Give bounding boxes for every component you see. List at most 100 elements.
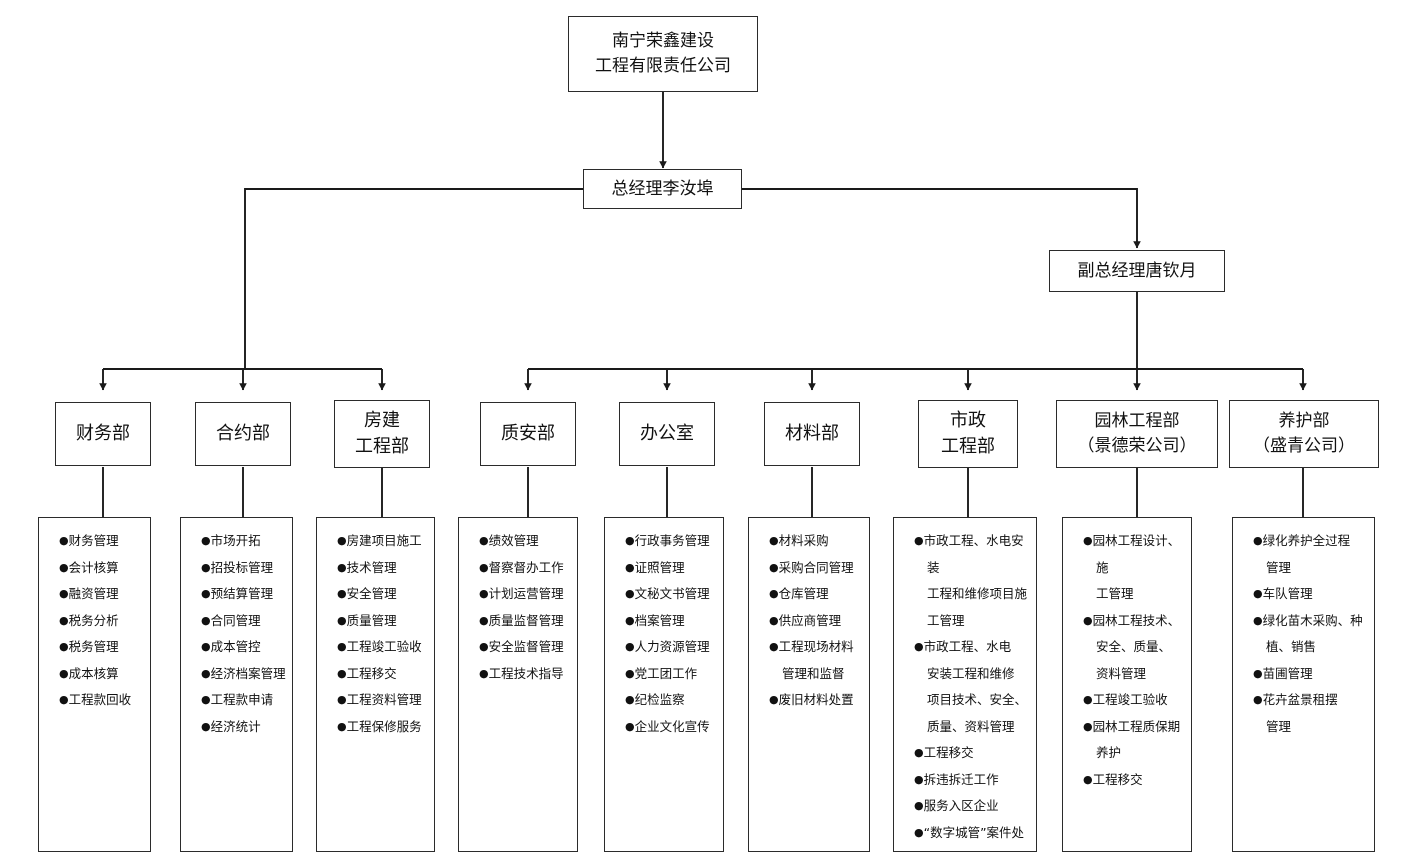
duty-item: ●安全管理 [337,581,428,608]
bullet-icon: ● [1083,613,1093,627]
dept-node-office[interactable]: 办公室 [619,402,715,466]
dept-node-municipal-engineering[interactable]: 市政 工程部 [918,400,1018,468]
duty-item: ●企业文化宣传 [625,714,717,741]
duty-item-label: 拆违拆迁工作 [923,771,999,787]
duty-item: ●工程现场材料 管理和监督 [769,634,863,687]
duty-item: ●档案管理 [625,608,717,635]
duty-item: ●计划运营管理 [479,581,571,608]
dept-node-office-label: 办公室 [640,422,694,444]
bullet-icon: ● [337,560,347,574]
dept-node-maintenance[interactable]: 养护部 （盛青公司） [1229,400,1379,468]
duty-item-label: 档案管理 [634,612,685,628]
bullet-icon: ● [1083,534,1093,547]
duty-item: ●人力资源管理 [625,634,717,661]
bullet-icon: ● [625,560,635,574]
duty-item: ●招投标管理 [201,555,286,582]
duty-item: ●市政工程、水电 安装工程和维修 项目技术、安全、 质量、资料管理 [914,634,1030,740]
duty-item-label: 融资管理 [68,586,119,601]
duty-box-materials: ●材料采购●采购合同管理●仓库管理●供应商管理●工程现场材料 管理和监督●废旧材… [748,517,870,852]
duty-item: ●纪检监察 [625,687,717,714]
duty-item: ●市场开拓 [201,528,286,555]
dept-node-building-engineering[interactable]: 房建 工程部 [334,400,430,468]
bullet-icon: ● [914,534,924,547]
duty-box-municipal-engineering: ●市政工程、水电安装 工程和维修项目施 工管理●市政工程、水电 安装工程和维修 … [893,517,1037,852]
bullet-icon: ● [625,613,635,627]
duty-item: ●工程竣工验收 [337,634,428,661]
duty-item-label: 园林工程设计、施 工管理 [1092,533,1181,601]
duty-item: ●苗圃管理 [1253,661,1368,688]
bullet-icon: ● [337,719,347,733]
duty-box-contract: ●市场开拓●招投标管理●预结算管理●合同管理●成本管控●经济档案管理●工程款申请… [180,517,293,852]
duty-item-label: 工程款申请 [210,692,274,707]
duty-item-label: 园林工程质保期 养护 [1092,718,1181,761]
duty-item: ●废旧材料处置 [769,687,863,714]
bullet-icon: ● [59,666,69,680]
dept-node-quality-safety-label: 质安部 [501,422,555,444]
dept-node-landscape-engineering-label: 园林工程部 （景德荣公司） [1077,411,1197,456]
duty-item-label: 服务入区企业 [923,798,999,813]
dept-node-materials[interactable]: 材料部 [764,402,860,466]
bullet-icon: ● [59,587,69,600]
duty-item: ●服务入区企业 [914,793,1030,820]
bullet-icon: ● [201,534,211,547]
duty-item: ●融资管理 [59,581,144,608]
duty-item: ●质量管理 [337,608,428,635]
duty-item-label: 质量监督管理 [488,612,564,628]
duty-item-label: 采购合同管理 [778,559,854,575]
bullet-icon: ● [625,693,635,706]
duty-box-maintenance: ●绿化养护全过程 管理●车队管理●绿化苗木采购、种 植、销售●苗圃管理●花卉盆景… [1232,517,1375,852]
duty-item: ●会计核算 [59,555,144,582]
duty-item-label: 市场开拓 [210,533,261,548]
node-general-manager[interactable]: 总经理李汝埠 [583,169,742,209]
node-company-label: 南宁荣鑫建设 工程有限责任公司 [595,31,731,76]
duty-list-office: ●行政事务管理●证照管理●文秘文书管理●档案管理●人力资源管理●党工团工作●纪检… [612,528,717,740]
duty-item: ●质量监督管理 [479,608,571,635]
duty-box-finance: ●财务管理●会计核算●融资管理●税务分析●税务管理●成本核算●工程款回收 [38,517,151,852]
duty-item: ●预结算管理 [201,581,286,608]
node-company[interactable]: 南宁荣鑫建设 工程有限责任公司 [568,16,758,92]
duty-item: ●技术管理 [337,555,428,582]
duty-list-maintenance: ●绿化养护全过程 管理●车队管理●绿化苗木采购、种 植、销售●苗圃管理●花卉盆景… [1240,528,1368,740]
duty-item: ●财务管理 [59,528,144,555]
bullet-icon: ● [1253,693,1263,706]
bullet-icon: ● [769,613,779,627]
duty-item-label: 成本管控 [210,639,261,654]
duty-item-label: 文秘文书管理 [634,586,710,601]
duty-list-municipal-engineering: ●市政工程、水电安装 工程和维修项目施 工管理●市政工程、水电 安装工程和维修 … [901,528,1030,851]
bullet-icon: ● [625,587,635,600]
duty-item: ●仓库管理 [769,581,863,608]
bullet-icon: ● [625,719,635,733]
duty-item-label: 工程移交 [346,665,397,681]
duty-list-quality-safety: ●绩效管理●督察督办工作●计划运营管理●质量监督管理●安全监督管理●工程技术指导 [466,528,571,687]
duty-item-label: 工程移交 [1092,771,1143,787]
dept-node-landscape-engineering[interactable]: 园林工程部 （景德荣公司） [1056,400,1218,468]
duty-item: ●党工团工作 [625,661,717,688]
duty-item-label: 招投标管理 [210,559,274,575]
bullet-icon: ● [769,534,779,547]
duty-item: ●成本核算 [59,661,144,688]
duty-item: ●园林工程技术、 安全、质量、 资料管理 [1083,608,1185,688]
duty-item-label: 党工团工作 [634,665,698,681]
node-vice-general-manager[interactable]: 副总经理唐钦月 [1049,250,1225,292]
duty-item-label: “数字城管”案件处 理 [923,824,1025,840]
duty-item: ●工程款回收 [59,687,144,714]
dept-node-finance[interactable]: 财务部 [55,402,151,466]
bullet-icon: ● [479,666,489,680]
duty-box-quality-safety: ●绩效管理●督察督办工作●计划运营管理●质量监督管理●安全监督管理●工程技术指导 [458,517,578,852]
duty-list-finance: ●财务管理●会计核算●融资管理●税务分析●税务管理●成本核算●工程款回收 [46,528,144,714]
duty-item-label: 企业文化宣传 [634,718,710,734]
duty-item-label: 绿化苗木采购、种 植、销售 [1262,612,1363,655]
dept-node-contract[interactable]: 合约部 [195,402,291,466]
bullet-icon: ● [337,666,347,680]
duty-item: ●园林工程质保期 养护 [1083,714,1185,767]
duty-item-label: 合同管理 [210,612,261,628]
duty-item: ●证照管理 [625,555,717,582]
bullet-icon: ● [337,534,347,547]
duty-box-office: ●行政事务管理●证照管理●文秘文书管理●档案管理●人力资源管理●党工团工作●纪检… [604,517,724,852]
duty-item-label: 花卉盆景租摆 管理 [1262,692,1338,734]
bullet-icon: ● [479,587,489,600]
dept-node-quality-safety[interactable]: 质安部 [480,402,576,466]
bullet-icon: ● [914,640,924,653]
duty-item-label: 苗圃管理 [1262,665,1313,681]
duty-item-label: 仓库管理 [778,586,829,601]
